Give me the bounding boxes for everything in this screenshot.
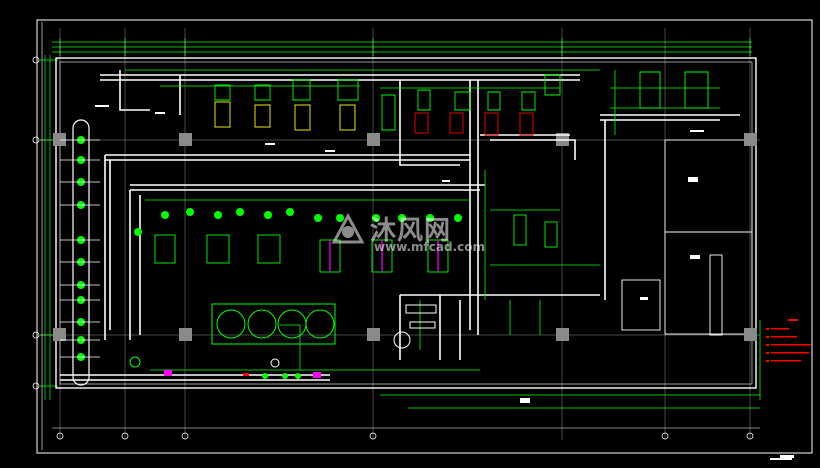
upper-valve-clusters xyxy=(214,71,709,131)
legend-notes xyxy=(766,319,811,362)
left-manifold xyxy=(60,119,100,386)
annex-rooms xyxy=(621,139,753,336)
top-dimension-lines xyxy=(52,38,752,56)
annotation-marks xyxy=(95,105,794,460)
watermark-url: www.mfcad.com xyxy=(374,240,485,254)
branch-pipes xyxy=(125,69,761,409)
upper-alarm-boxes xyxy=(414,112,534,136)
pump-group xyxy=(393,304,437,349)
watermark-brand: 沐风网 xyxy=(370,216,452,246)
structural-columns xyxy=(53,133,757,341)
left-dimension-lines xyxy=(40,55,58,400)
main-pipes xyxy=(60,70,740,381)
watermark: 沐风网 www.mfcad.com xyxy=(330,210,490,260)
axis-bubbles xyxy=(32,56,754,440)
magenta-risers xyxy=(329,240,439,272)
upper-equipment xyxy=(214,101,356,131)
middle-valves xyxy=(134,208,462,236)
drawing-frame xyxy=(36,19,813,454)
mfcad-logo-icon xyxy=(331,212,365,244)
bottom-fittings xyxy=(129,356,321,379)
tank-group xyxy=(211,303,336,345)
